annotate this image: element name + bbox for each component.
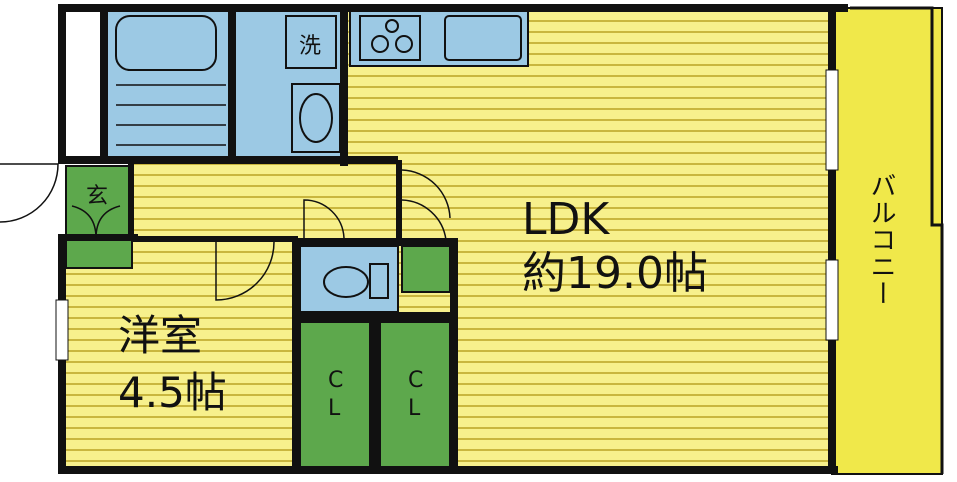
closet-2-letter-c: C <box>408 368 424 393</box>
shoe-box <box>65 239 133 269</box>
entrance-label: 玄 <box>86 184 109 209</box>
western-room-name: 洋室 <box>118 311 203 360</box>
washing-machine-space <box>285 15 337 69</box>
door-swings <box>0 163 451 301</box>
ldk-size: 約19.0帖 <box>522 248 708 299</box>
closet-1-letter-c: C <box>328 368 344 393</box>
windows <box>55 69 839 361</box>
toilet-bowl <box>323 266 369 298</box>
burner-icon <box>395 35 413 53</box>
balcony-outer-edge <box>850 6 944 474</box>
stove <box>359 15 421 61</box>
toilet-tank <box>369 263 389 299</box>
storage-small <box>401 245 451 293</box>
closet-left <box>299 321 371 469</box>
closet-1-letter-l: L <box>328 396 341 421</box>
closet-2-letter-l: L <box>408 396 421 421</box>
laundry-label: 洗 <box>299 34 322 59</box>
balcony-area <box>831 7 943 475</box>
kitchen-sink <box>444 15 522 61</box>
burner-icon <box>385 19 399 33</box>
western-room-floor <box>62 240 298 468</box>
walls <box>58 4 848 474</box>
balcony-label: バルコニー <box>866 172 896 307</box>
western-room-size: 4.5帖 <box>118 368 227 417</box>
burner-icon <box>371 35 389 53</box>
corridor-floor <box>132 162 394 238</box>
bathtub <box>115 15 217 71</box>
basin-bowl <box>299 93 333 143</box>
ldk-name: LDK <box>522 194 610 245</box>
closet-right <box>379 321 451 469</box>
